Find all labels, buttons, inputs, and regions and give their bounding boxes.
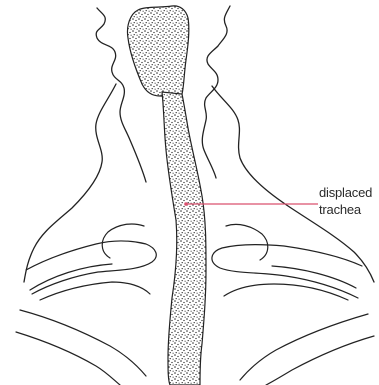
right-shoulder-outline (212, 86, 374, 282)
annotation-label-line2: trachea (319, 202, 362, 217)
annotation-label-line1: displaced (319, 185, 372, 200)
larynx-shape (127, 6, 188, 97)
annotation-pointer-dot (184, 202, 188, 206)
left-rib-curves (16, 264, 150, 385)
left-shoulder-outline (24, 84, 116, 282)
right-first-rib-outline (226, 224, 268, 260)
trachea-shape (162, 92, 206, 385)
right-rib-curves (224, 266, 374, 385)
